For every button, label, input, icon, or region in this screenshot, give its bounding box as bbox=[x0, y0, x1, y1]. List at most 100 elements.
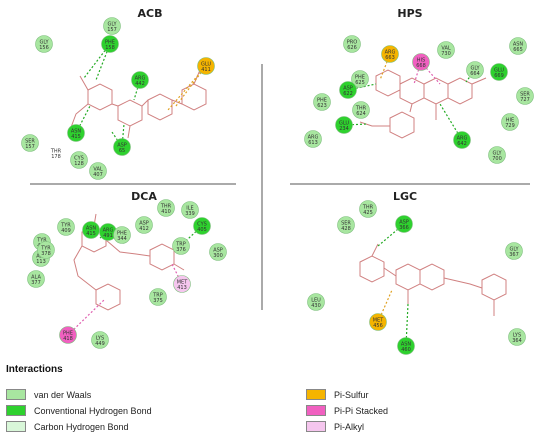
legend-item-carbon-hydrogen-bond: Carbon Hydrogen Bond bbox=[6, 420, 129, 433]
residue-name: HIS bbox=[417, 58, 425, 64]
residue-bubble bbox=[397, 337, 415, 355]
residue-name: PHE bbox=[117, 231, 127, 237]
residue-bubble bbox=[131, 71, 149, 89]
residue-name: ARG bbox=[457, 136, 468, 142]
residue-name: ARG bbox=[135, 76, 146, 82]
residue-number: 366 bbox=[399, 225, 409, 231]
residue-number: 642 bbox=[457, 141, 467, 147]
ligand-structure-acb bbox=[69, 69, 207, 139]
legend-swatch-carbon-hydrogen-bond bbox=[6, 421, 26, 432]
residue-number: 729 bbox=[505, 123, 515, 129]
residue-number: 613 bbox=[308, 140, 318, 146]
residue-number: 411 bbox=[201, 67, 211, 73]
residue-bubble bbox=[27, 270, 45, 288]
legend-label-pi-sulfur: Pi-Sulfur bbox=[334, 389, 369, 400]
legend-item-pi-pi-stacked: Pi-Pi Stacked bbox=[306, 404, 388, 417]
residue-bubble bbox=[37, 241, 55, 259]
residue-name: LEU bbox=[311, 298, 321, 304]
residue-number: 234 bbox=[339, 126, 349, 132]
residue-bubble bbox=[70, 151, 88, 169]
residue-name: GLY bbox=[492, 151, 502, 157]
panel-title-acb: ACB bbox=[138, 7, 163, 20]
legend-label-pi-alkyl: Pi-Alkyl bbox=[334, 421, 365, 432]
residue-number: 727 bbox=[520, 97, 530, 103]
legend-swatch-pi-alkyl bbox=[306, 421, 326, 432]
residue-number: 376 bbox=[176, 247, 186, 253]
ligand-structure-lgc bbox=[359, 243, 507, 316]
residue-name: LYS bbox=[96, 336, 104, 342]
residue-number: 413 bbox=[177, 285, 187, 291]
residue-layer: GLY157PHE158GLY156ARG442GLU411ASN415SER1… bbox=[21, 17, 534, 355]
residue-number: 491 bbox=[103, 233, 113, 239]
residue-bubble bbox=[488, 146, 506, 164]
residue-number: 449 bbox=[95, 341, 105, 347]
residue-name: PHE bbox=[63, 331, 73, 337]
residue-number: 622 bbox=[343, 91, 353, 97]
residue-name: TRP bbox=[175, 242, 186, 248]
residue-name: VAL bbox=[93, 167, 103, 173]
residue-bubble bbox=[395, 215, 413, 233]
residue-name: TYR bbox=[40, 246, 51, 252]
residue-bubble bbox=[508, 328, 526, 346]
residue-bubble bbox=[369, 313, 387, 331]
residue-number: 157 bbox=[107, 27, 117, 33]
residue-name: SER bbox=[341, 221, 351, 227]
legend-label-van-der-waals: van der Waals bbox=[34, 389, 92, 400]
residue-name: CYS bbox=[74, 156, 84, 162]
residue-number: 669 bbox=[494, 73, 504, 79]
residue-bubble bbox=[21, 134, 39, 152]
residue-number: 425 bbox=[363, 210, 373, 216]
residue-number: 339 bbox=[185, 211, 195, 217]
residue-number: 407 bbox=[93, 172, 103, 178]
residue-name: GLY bbox=[509, 247, 519, 253]
residue-bubble bbox=[101, 35, 119, 53]
residue-bubble bbox=[516, 87, 534, 105]
residue-bubble bbox=[412, 53, 430, 71]
residue-number: 663 bbox=[385, 55, 395, 61]
residue-number: 624 bbox=[356, 111, 366, 117]
residue-name: ARG bbox=[308, 135, 319, 141]
panel-title-lgc: LGC bbox=[393, 190, 417, 203]
residue-bubble bbox=[172, 237, 190, 255]
residue-name: CYS bbox=[197, 222, 207, 228]
legend-item-van-der-waals: van der Waals bbox=[6, 388, 91, 401]
legend-swatch-conventional-hydrogen-bond bbox=[6, 405, 26, 416]
residue-number: 430 bbox=[311, 303, 321, 309]
residue-number: 157 bbox=[25, 144, 35, 150]
residue-bubble bbox=[304, 130, 322, 148]
residue-name: PRO bbox=[347, 40, 357, 46]
residue-number: 418 bbox=[63, 336, 73, 342]
residue-number: 367 bbox=[509, 252, 519, 258]
residue-number: 428 bbox=[341, 226, 351, 232]
legend-label-pi-pi-stacked: Pi-Pi Stacked bbox=[334, 405, 389, 416]
residue-number: 65 bbox=[119, 148, 125, 154]
residue-number: 442 bbox=[135, 81, 145, 87]
residue-name: ASP bbox=[343, 86, 353, 92]
residue-number: 113 bbox=[36, 259, 46, 265]
residue-name: ASP bbox=[213, 248, 223, 254]
